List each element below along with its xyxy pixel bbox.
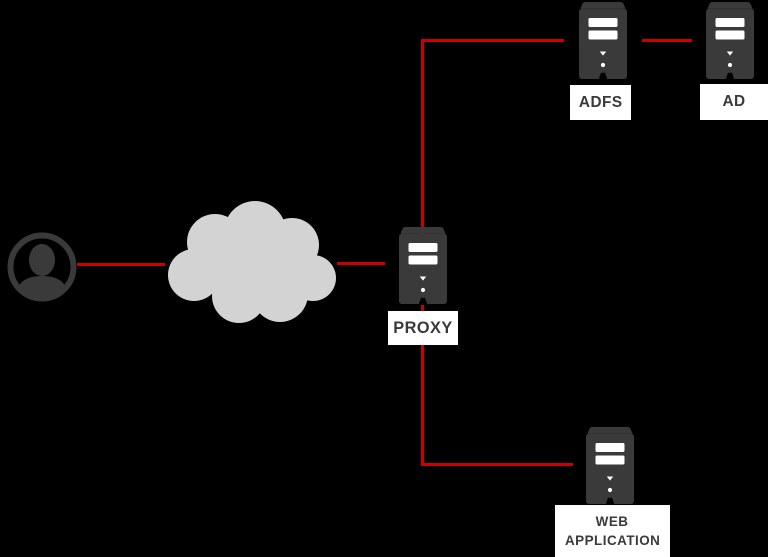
adfs-label: ADFS: [570, 85, 631, 120]
link-internet-proxy: [337, 262, 385, 265]
link-adfs-ad: [642, 39, 692, 42]
proxy-server-node: [398, 227, 448, 305]
proxy-label: PROXY: [388, 311, 458, 345]
server-tower-icon: [705, 2, 755, 80]
web-application-server-node: [585, 427, 635, 505]
ad-server-node: [705, 2, 755, 80]
user-node: [7, 232, 77, 302]
adfs-label-text: ADFS: [578, 93, 623, 111]
proxy-label-text: PROXY: [393, 318, 453, 337]
internet-cloud-node: [167, 200, 337, 325]
cloud-icon: [167, 200, 337, 325]
web-application-label: WEB APPLICATION: [555, 505, 670, 557]
link-proxy-webapp: [421, 463, 573, 466]
link-user-internet: [77, 263, 165, 266]
web-application-label-line2: APPLICATION: [564, 532, 661, 548]
server-tower-icon: [398, 227, 448, 305]
server-tower-icon: [578, 2, 628, 80]
ad-label-text: AD: [722, 93, 746, 110]
web-application-label-line1: WEB: [596, 513, 629, 529]
server-tower-icon: [585, 427, 635, 505]
adfs-server-node: [578, 2, 628, 80]
ad-label: AD: [700, 84, 768, 120]
user-avatar-icon: [7, 232, 77, 302]
link-proxy-adfs: [421, 39, 564, 42]
